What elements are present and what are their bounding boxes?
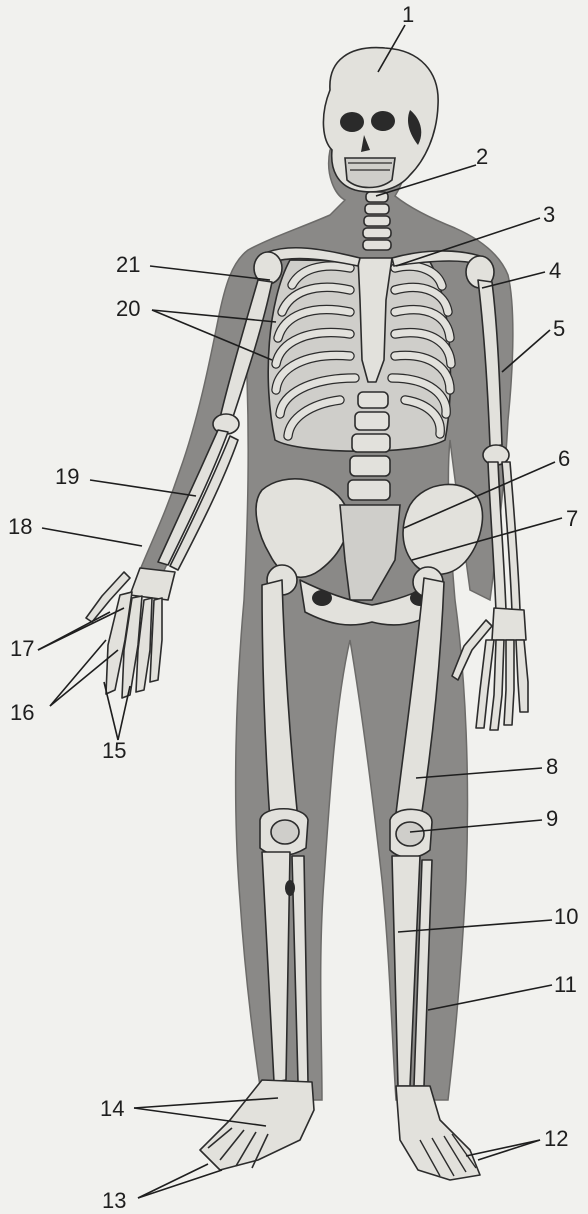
leader-line-13b xyxy=(138,1170,222,1198)
label-1: 1 xyxy=(402,2,414,27)
label-5: 5 xyxy=(553,316,565,341)
label-3: 3 xyxy=(543,202,555,227)
label-2: 2 xyxy=(476,144,488,169)
label-12: 12 xyxy=(544,1126,568,1151)
label-7: 7 xyxy=(566,506,578,531)
skull xyxy=(323,48,438,192)
label-18: 18 xyxy=(8,514,32,539)
label-10: 10 xyxy=(554,904,578,929)
leader-line-13a xyxy=(138,1164,208,1198)
label-16: 16 xyxy=(10,700,34,725)
label-14: 14 xyxy=(100,1096,124,1121)
label-21: 21 xyxy=(116,252,140,277)
leader-line-18 xyxy=(42,528,142,546)
label-4: 4 xyxy=(549,258,561,283)
cervical-spine xyxy=(363,192,391,250)
label-8: 8 xyxy=(546,754,558,779)
label-20: 20 xyxy=(116,296,140,321)
label-15: 15 xyxy=(102,738,126,763)
label-19: 19 xyxy=(55,464,79,489)
leader-line-12b xyxy=(478,1140,540,1160)
leader-line-12a xyxy=(466,1140,540,1156)
label-9: 9 xyxy=(546,806,558,831)
label-6: 6 xyxy=(558,446,570,471)
label-13: 13 xyxy=(102,1188,126,1213)
label-11: 11 xyxy=(554,972,577,997)
label-17: 17 xyxy=(10,636,34,661)
leader-line-16a xyxy=(50,640,106,706)
